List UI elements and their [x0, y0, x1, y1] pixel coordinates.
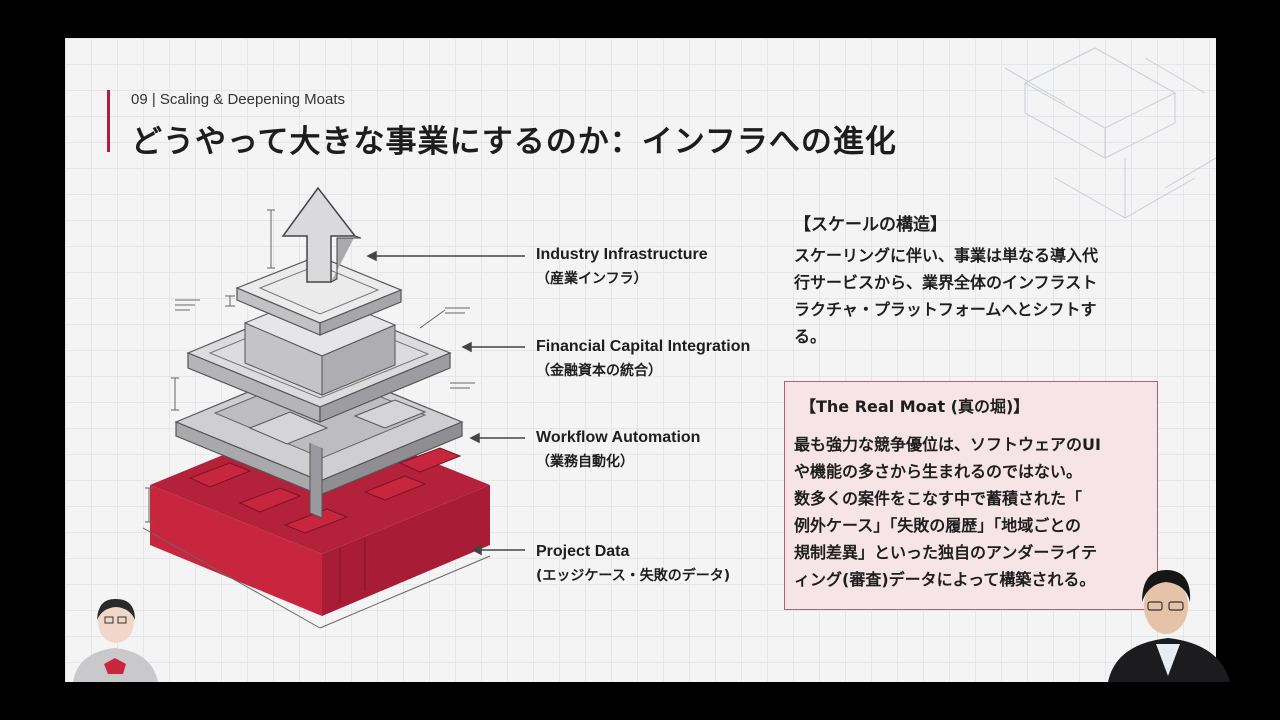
slide: 09 | Scaling & Deepening Moats どうやって大きな事… [65, 38, 1216, 682]
slide-subtitle: 09 | Scaling & Deepening Moats [131, 91, 346, 108]
label-financial-capital: Financial Capital Integration （金融資本の統合） [536, 338, 750, 380]
label-en: Workflow Automation [536, 429, 701, 446]
moat-callout-box [784, 381, 1158, 610]
scale-line: ラクチャ・プラットフォームへとシフトす [794, 300, 1097, 319]
pyramid-diagram [142, 47, 1216, 629]
label-workflow-automation: Workflow Automation （業務自動化） [536, 429, 700, 471]
label-en: Industry Infrastructure [536, 246, 708, 263]
scale-line: る。 [794, 327, 827, 346]
moat-heading: 【The Real Moat (真の堀)】 [800, 397, 1030, 416]
moat-line: 例外ケース」「失敗の履歴」「地域ごとの [794, 516, 1082, 535]
scale-paragraph: スケーリングに伴い、事業は単なる導入代 行サービスから、業界全体のインフラスト … [794, 242, 1098, 350]
moat-line: 数多くの案件をこなす中で蓄積された「 [794, 489, 1083, 508]
label-jp: （産業インフラ） [536, 271, 648, 287]
dimension-marks [142, 209, 491, 629]
avatar [73, 598, 158, 682]
moat-line: 規制差異」といった独自のアンダーライテ [794, 543, 1098, 562]
label-jp: （金融資本の統合） [536, 363, 662, 379]
label-jp: (エッジケース・失敗のデータ) [536, 568, 731, 584]
title-accent-bar [107, 90, 110, 152]
moat-line: や機能の多さから生まれるのではない。 [794, 462, 1083, 481]
moat-paragraph: 最も強力な競争優位は、ソフトウェアのUI や機能の多さから生まれるのではない。 … [794, 431, 1152, 593]
layer-infrastructure-block [235, 255, 403, 336]
up-arrow-icon [281, 186, 362, 283]
slide-title: どうやって大きな事業にするのか：インフラへの進化 [131, 124, 897, 160]
scale-line: 行サービスから、業界全体のインフラスト [794, 273, 1098, 292]
label-en: Financial Capital Integration [536, 338, 751, 355]
webcam-participant-right [1108, 566, 1230, 682]
scale-line: スケーリングに伴い、事業は単なる導入代 [794, 246, 1099, 265]
label-project-data: Project Data (エッジケース・失敗のデータ) [536, 543, 730, 585]
label-industry-infrastructure: Industry Infrastructure （産業インフラ） [536, 246, 708, 288]
webcam-participant-left [68, 590, 163, 682]
moat-line: 最も強力な競争優位は、ソフトウェアのUI [794, 435, 1101, 454]
layer-financial-block [186, 292, 452, 423]
sketch-lines [1004, 47, 1216, 219]
label-en: Project Data [536, 543, 630, 560]
avatar [1108, 570, 1230, 682]
scale-heading: 【スケールの構造】 [794, 215, 947, 235]
label-jp: （業務自動化） [536, 454, 634, 470]
moat-line: ィング(審査)データによって構築される。 [794, 570, 1096, 589]
leader-lines [366, 250, 525, 556]
